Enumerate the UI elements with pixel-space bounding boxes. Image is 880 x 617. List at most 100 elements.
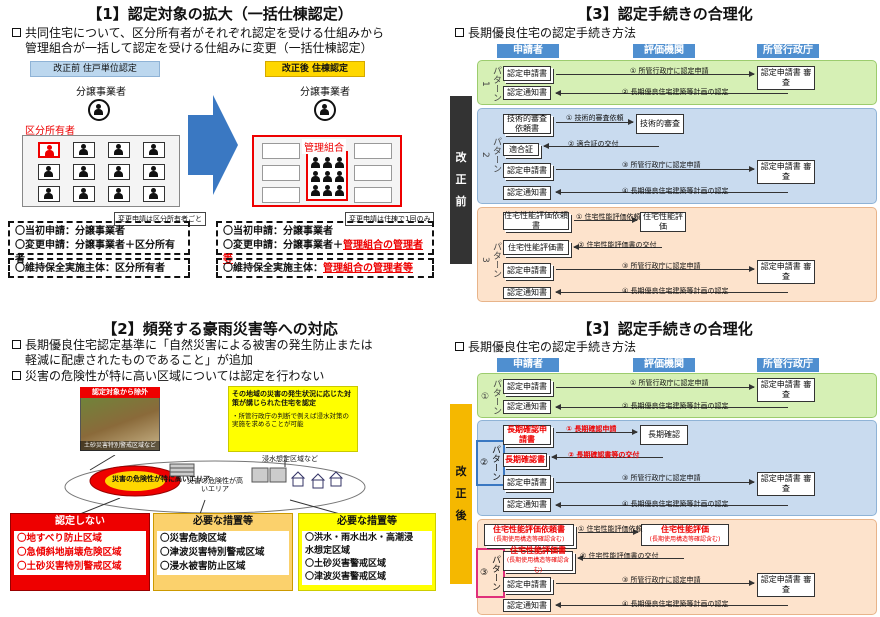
assoc-label: 管理組合 [302, 139, 346, 154]
s2-bullet3: 災害の危険性が特に高い区域については認定を行わない [12, 369, 324, 384]
before-tag: 改正前 住戸単位認定 [30, 61, 160, 77]
s2-bullet2: 軽減に配慮されたものであること」が追加 [25, 353, 253, 367]
p3b-perf-cert: 住宅性能評価書 (長期使用構造等確認含む) [503, 546, 573, 574]
before-side-label: 改正前 [450, 96, 472, 264]
s1-bullet2: 管理組合が一括して認定を受ける仕組みに変更（一括仕棟認定） [25, 41, 373, 55]
header-gov-bottom: 所管行政庁 [757, 358, 819, 372]
p3-perf-req: 住宅性能評価依頼書 [503, 211, 569, 230]
p3-perf-cert: 住宅性能評価書 [503, 240, 569, 255]
p3-cert-arrow [573, 244, 662, 250]
header-applicant-bottom: 申請者 [497, 358, 559, 372]
after-side-label: 改正後 [450, 404, 472, 584]
p2-gov-review: 認定申請書 審査 [757, 160, 815, 184]
p1-app-doc: 認定申請書 [503, 66, 551, 81]
p1-apply-label: ① 所管行政庁に認定申請 [630, 67, 709, 75]
p1b-notice-arrow [555, 404, 788, 410]
after-tag: 改正後 住棟認定 [265, 61, 365, 77]
building-before [22, 135, 180, 207]
p1b-gov-review: 認定申請書 審査 [757, 378, 815, 402]
p2-tech-label: ① 技術的審査依頼 [566, 114, 624, 122]
pattern2-label: パターン2 [480, 137, 501, 173]
category-measures-1: 必要な措置等 〇災害危険区域 〇津波災害特別警戒区域 〇浸水被害防止区域 [153, 513, 293, 591]
houses-icon [290, 471, 344, 489]
developer-label-before: 分譲事業者 [76, 87, 126, 98]
p3b-apply-arrow [556, 580, 755, 586]
p1-notice-label: ② 長期優良住宅建築等計画の認定 [622, 88, 729, 96]
bullet-square-icon [12, 28, 21, 37]
pattern3-label: パターン3 [480, 242, 501, 278]
p2b-app-doc: 認定申請書 [503, 475, 551, 490]
bullet-square-icon [12, 371, 21, 380]
p2b-gov-review: 認定申請書 審査 [757, 472, 815, 496]
p2b-req-label: ① 長期確認申請 [566, 425, 617, 433]
bullet-square-icon [455, 342, 464, 351]
p3-app-doc: 認定申請書 [503, 263, 551, 278]
p3-perf-arrow [574, 217, 638, 223]
p3b-notice-arrow [555, 602, 788, 608]
p1b-notice-label: ② 長期優良住宅建築等計画の認定 [622, 402, 729, 410]
p3-notice-label: ④ 長期優良住宅建築等計画の認定 [622, 287, 729, 295]
p3b-gov-review: 認定申請書 審査 [757, 573, 815, 597]
p3b-cert-arrow [577, 555, 684, 561]
header-evaluator-top: 評価機関 [633, 44, 695, 58]
p3b-perf-label: ① 住宅性能評価依頼 [578, 525, 643, 533]
pattern1b-label: パターン① [480, 379, 501, 415]
category-connector [79, 498, 341, 515]
p3-apply-label: ③ 所管行政庁に認定申請 [622, 262, 701, 270]
header-gov-top: 所管行政庁 [757, 44, 819, 58]
p3b-perf-req: 住宅性能評価依頼書 (長期使用構造等確認含む) [484, 524, 574, 546]
p2-apply-arrow [556, 166, 755, 172]
p2-conformity: 適合証 [503, 143, 539, 156]
p2b-check-req: 長期確認申請書 [503, 425, 551, 445]
p3b-notice: 認定通知書 [503, 599, 551, 612]
p3-apply-arrow [556, 266, 755, 272]
developer-icon-before [88, 99, 110, 121]
building-after [252, 135, 402, 207]
photo-label: 認定対象から除外 [80, 387, 160, 398]
countermeasure-box: その地域の災害の発生状況に応じた対策が講じられた住宅を認定 ・所管行政庁の判断で… [228, 386, 358, 452]
p2b-apply-arrow [556, 479, 755, 485]
bullet-square-icon [455, 28, 464, 37]
p3b-app-doc: 認定申請書 [503, 577, 551, 592]
owner-label: 区分所有者 [25, 126, 75, 137]
section3-title-bottom: 【3】認定手続きの合理化 [577, 320, 753, 338]
p3-perf-label: ① 住宅性能評価依頼 [576, 213, 641, 221]
p2b-doc-arrow [551, 454, 663, 460]
p1-notice-arrow [555, 90, 788, 96]
p2-notice-arrow [555, 189, 788, 195]
person-icon [320, 104, 329, 116]
p3-notice: 認定通知書 [503, 287, 551, 299]
p2-notice: 認定通知書 [503, 186, 551, 200]
s3-bullet-top: 長期優良住宅の認定手続き方法 [455, 26, 636, 41]
p1-gov-review: 認定申請書 審査 [757, 66, 815, 90]
p1-apply-arrow [556, 71, 755, 77]
p3b-apply-label: ③ 所管行政庁に認定申請 [622, 576, 701, 584]
s3-bullet-bottom: 長期優良住宅の認定手続き方法 [455, 340, 636, 355]
p1-notice: 認定通知書 [503, 86, 551, 100]
p2-apply-label: ③ 所管行政庁に認定申請 [622, 161, 701, 169]
developer-label-after: 分譲事業者 [300, 87, 350, 98]
p2-notice-label: ④ 長期優良住宅建築等計画の認定 [622, 187, 729, 195]
header-applicant-top: 申請者 [497, 44, 559, 58]
header-evaluator-bottom: 評価機関 [633, 358, 695, 372]
pattern1-label: パターン1 [480, 66, 501, 102]
developer-icon-after [314, 99, 336, 121]
house-icon [169, 463, 195, 477]
p1b-apply-label: ① 所管行政庁に認定申請 [630, 379, 709, 387]
before-maintain-box: 〇維持保全実施主体：区分所有者 [8, 258, 190, 278]
p3-cert-label: ② 住宅性能評価書の交付 [578, 241, 657, 249]
p1b-apply-arrow [556, 384, 755, 390]
before-apply-box: 〇当初申請：分譲事業者 〇変更申請：分譲事業者＋区分所有者 [8, 221, 190, 265]
p2b-check: 長期確認 [640, 425, 688, 445]
p2b-doc-label: ② 長期確認書等の交付 [568, 451, 640, 459]
p2-tech-arrow [556, 119, 634, 125]
bullet-square-icon [12, 340, 21, 349]
person-icon [94, 104, 103, 116]
p2b-req-arrow [556, 429, 638, 435]
s2-bullet1: 長期優良住宅認定基準に「自然災害による被害の発生防止または [12, 338, 373, 353]
photo-caption: 土砂災害特別警戒区域など [80, 441, 160, 451]
p3b-perf-eval: 住宅性能評価 (長期使用構造等確認含む) [641, 524, 729, 546]
p2b-apply-label: ③ 所管行政庁に認定申請 [622, 474, 701, 482]
p3b-cert-label: ② 住宅性能評価書の交付 [580, 552, 659, 560]
p3-notice-arrow [555, 289, 788, 295]
